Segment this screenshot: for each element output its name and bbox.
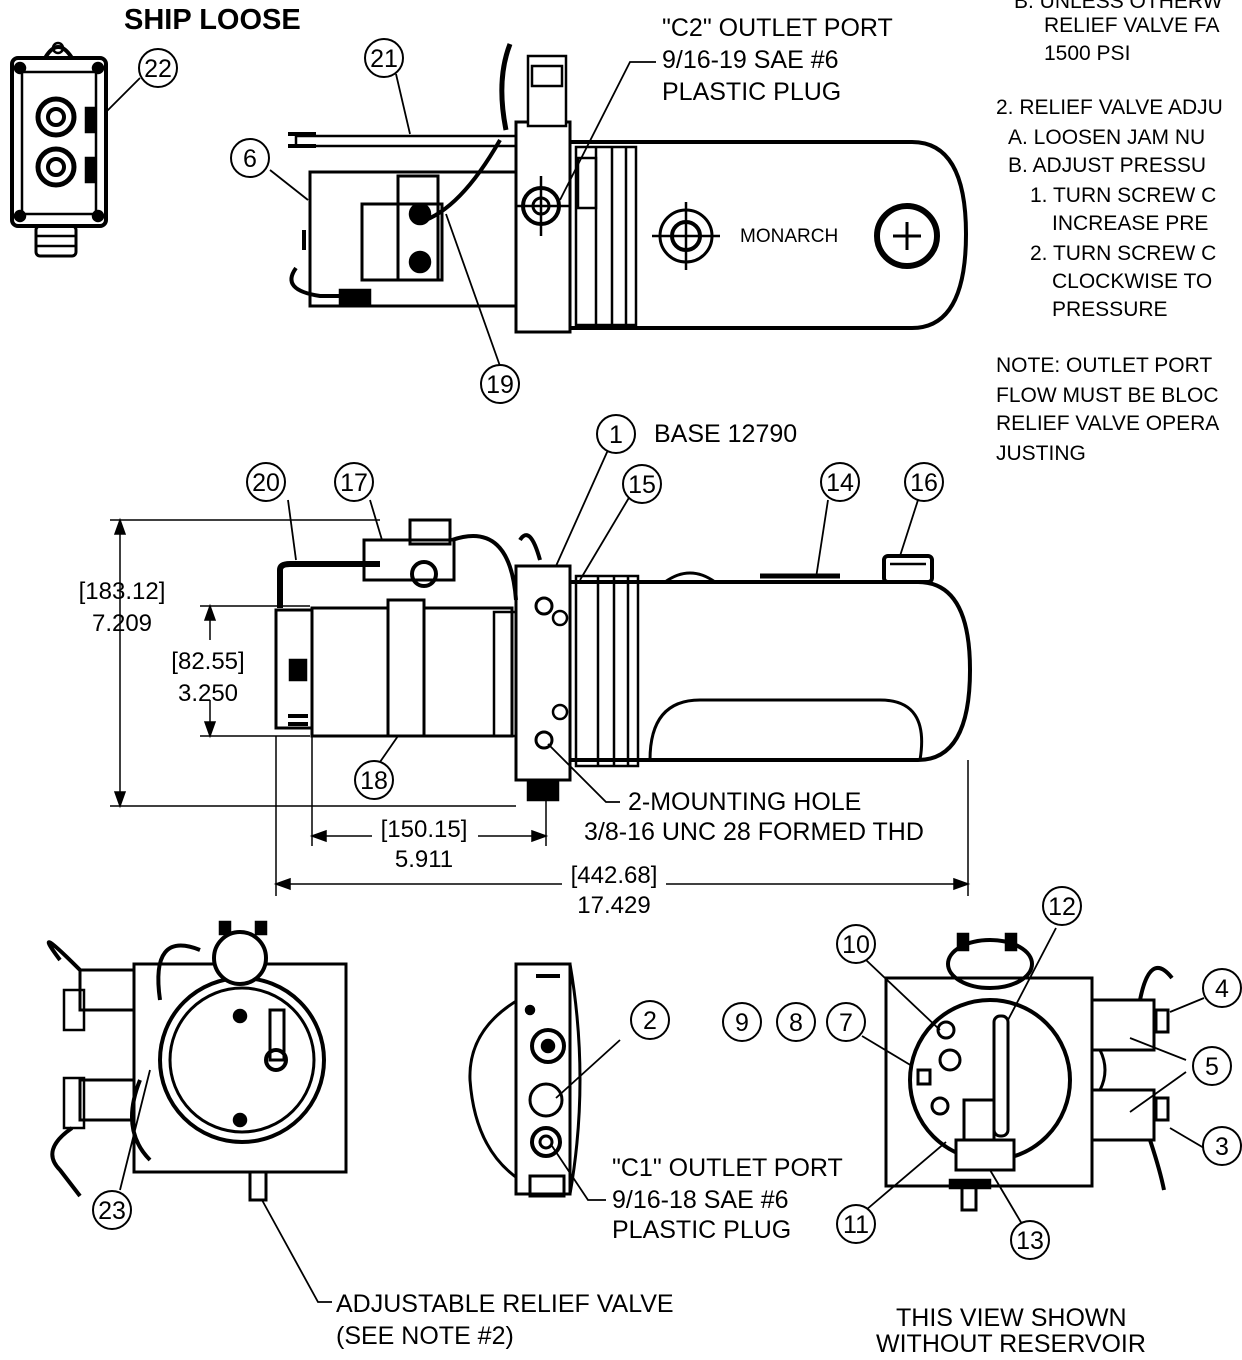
balloon-6 xyxy=(230,138,270,178)
side-view-drawing xyxy=(274,518,973,802)
view-note-line-1: THIS VIEW SHOWN xyxy=(896,1304,1127,1332)
end-view-right-drawing xyxy=(884,932,1174,1212)
relief-valve-line-2: (SEE NOTE #2) xyxy=(336,1322,514,1350)
balloon-number-23: 23 xyxy=(98,1197,126,1225)
dimension-lines xyxy=(110,517,971,896)
balloon-number-20: 20 xyxy=(252,469,280,497)
c2-port-line-3: PLASTIC PLUG xyxy=(662,78,842,106)
balloon-3 xyxy=(1202,1126,1242,1166)
note-line-8: INCREASE PRE xyxy=(1052,212,1209,235)
balloon-22 xyxy=(138,48,178,88)
c1-port-line-2: 9/16-18 SAE #6 xyxy=(612,1186,789,1214)
balloon-12 xyxy=(1042,886,1082,926)
dim-height-total-mm: [183.12] xyxy=(78,578,166,605)
balloon-number-14: 14 xyxy=(826,469,854,497)
note-line-3: 1500 PSI xyxy=(1044,42,1131,65)
base-label: BASE 12790 xyxy=(654,420,798,448)
balloon-number-22: 22 xyxy=(144,55,172,83)
note-line-12: NOTE: OUTLET PORT xyxy=(996,354,1213,377)
balloon-number-11: 11 xyxy=(843,1211,869,1239)
end-view-middle-drawing xyxy=(468,962,582,1198)
leader-lines xyxy=(105,61,1205,1303)
c1-port-line-3: PLASTIC PLUG xyxy=(612,1216,792,1244)
dim-width-total-mm: [442.68] xyxy=(570,862,658,889)
note-line-9: 2. TURN SCREW C xyxy=(1030,242,1217,265)
note-line-7: 1. TURN SCREW C xyxy=(1030,184,1217,207)
balloon-2 xyxy=(630,1000,670,1040)
mounting-hole-line-1: 2-MOUNTING HOLE xyxy=(628,788,862,816)
balloon-18 xyxy=(354,760,394,800)
balloon-8 xyxy=(776,1002,816,1042)
balloons xyxy=(92,38,1242,1260)
relief-valve-line-1: ADJUSTABLE RELIEF VALVE xyxy=(336,1290,674,1318)
note-line-4: 2. RELIEF VALVE ADJU xyxy=(996,96,1223,119)
note-line-10: CLOCKWISE TO xyxy=(1052,270,1213,293)
balloon-16 xyxy=(904,462,944,502)
monarch-label: MONARCH xyxy=(740,226,839,247)
view-note-line-2: WITHOUT RESERVOIR xyxy=(876,1330,1146,1358)
c2-port-line-2: 9/16-19 SAE #6 xyxy=(662,46,839,74)
note-line-2: RELIEF VALVE FA xyxy=(1044,14,1220,37)
control-box-drawing xyxy=(10,41,108,258)
balloon-14 xyxy=(820,462,860,502)
note-line-14: RELIEF VALVE OPERA xyxy=(996,412,1220,435)
balloon-number-9: 9 xyxy=(735,1009,749,1037)
balloon-number-7: 7 xyxy=(839,1009,853,1037)
note-line-13: FLOW MUST BE BLOC xyxy=(996,384,1219,407)
mounting-hole-line-2: 3/8-16 UNC 28 FORMED THD xyxy=(584,818,924,846)
balloon-19 xyxy=(480,364,520,404)
balloon-9 xyxy=(722,1002,762,1042)
balloon-number-17: 17 xyxy=(340,469,368,497)
balloon-5 xyxy=(1192,1046,1232,1086)
balloon-1 xyxy=(596,414,636,454)
dim-height-total-in: 7.209 xyxy=(91,610,153,637)
balloon-20 xyxy=(246,462,286,502)
note-line-1: B. UNLESS OTHERW xyxy=(1014,0,1223,13)
balloon-number-2: 2 xyxy=(643,1007,657,1035)
c2-port-line-1: "C2" OUTLET PORT xyxy=(662,14,893,42)
balloon-number-8: 8 xyxy=(789,1009,803,1037)
note-line-11: PRESSURE xyxy=(1052,298,1168,321)
dim-height-mount-mm: [82.55] xyxy=(171,648,245,675)
dim-height-mount-in: 3.250 xyxy=(177,680,239,707)
c1-port-line-1: "C1" OUTLET PORT xyxy=(612,1154,843,1182)
ship-loose-label: SHIP LOOSE xyxy=(124,4,301,36)
balloon-17 xyxy=(334,462,374,502)
dim-width-total-in: 17.429 xyxy=(577,892,651,919)
balloon-number-5: 5 xyxy=(1205,1053,1219,1081)
balloon-number-3: 3 xyxy=(1215,1133,1229,1161)
balloon-15 xyxy=(622,464,662,504)
balloon-number-6: 6 xyxy=(243,145,257,173)
note-line-15: JUSTING xyxy=(996,442,1086,465)
balloon-number-18: 18 xyxy=(360,767,388,795)
balloon-13 xyxy=(1010,1220,1050,1260)
balloon-11 xyxy=(836,1204,876,1244)
top-view-drawing xyxy=(288,43,969,334)
balloon-number-13: 13 xyxy=(1016,1227,1044,1255)
balloon-number-15: 15 xyxy=(628,471,656,499)
dim-width-mount-mm: [150.15] xyxy=(380,816,468,843)
dim-width-mount-in: 5.911 xyxy=(394,846,454,873)
balloon-4 xyxy=(1202,968,1242,1008)
balloon-7 xyxy=(826,1002,866,1042)
balloon-23 xyxy=(92,1190,132,1230)
balloon-number-1: 1 xyxy=(609,421,623,449)
balloon-number-4: 4 xyxy=(1215,975,1229,1003)
end-view-left-drawing xyxy=(46,920,348,1202)
balloon-10 xyxy=(836,924,876,964)
balloon-number-10: 10 xyxy=(842,931,870,959)
balloon-number-16: 16 xyxy=(910,469,938,497)
balloon-number-21: 21 xyxy=(370,45,398,73)
balloon-number-12: 12 xyxy=(1048,893,1076,921)
note-line-5: A. LOOSEN JAM NU xyxy=(1008,126,1206,149)
balloon-21 xyxy=(364,38,404,78)
balloon-number-19: 19 xyxy=(486,371,514,399)
note-line-6: B. ADJUST PRESSU xyxy=(1008,154,1207,177)
